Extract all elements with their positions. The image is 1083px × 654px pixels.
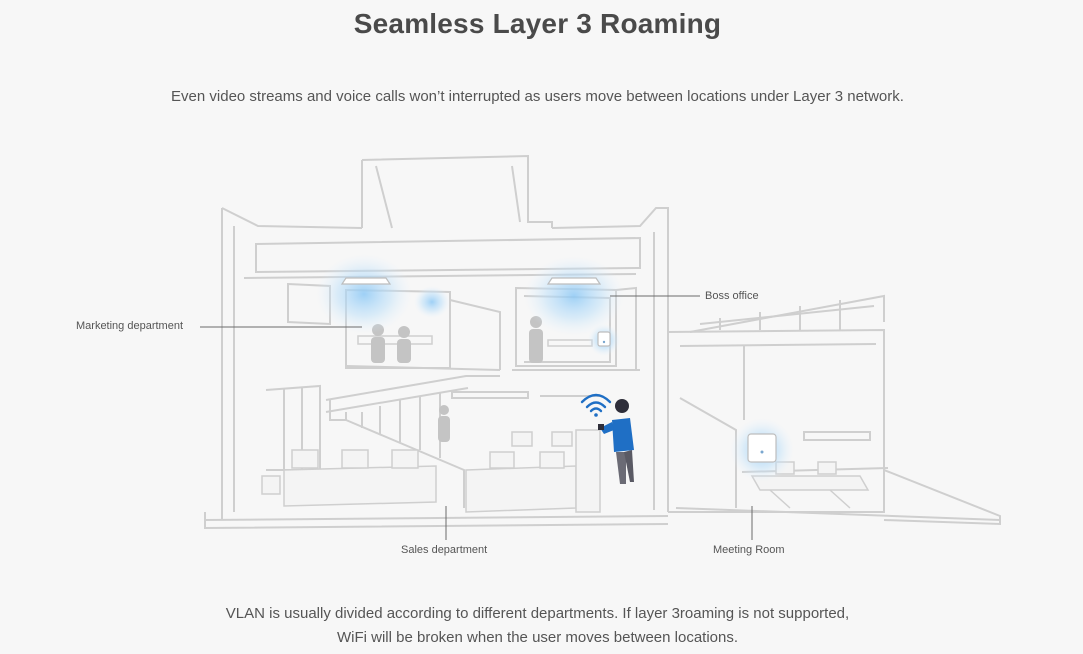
wall-access-point bbox=[747, 433, 777, 463]
sales-desks bbox=[261, 429, 601, 513]
label-sales-department: Sales department bbox=[401, 544, 488, 556]
label-marketing-department: Marketing department bbox=[76, 320, 183, 332]
ceiling-access-point bbox=[340, 277, 392, 285]
access-points bbox=[340, 277, 777, 463]
upper-furniture bbox=[357, 335, 593, 347]
callout-lines bbox=[200, 295, 753, 540]
wifi-icon bbox=[580, 393, 612, 413]
page-subtitle: Even video streams and voice calls won’t… bbox=[171, 88, 904, 105]
roaming-user-figure bbox=[598, 399, 634, 484]
wall-access-point bbox=[597, 331, 611, 347]
page-title: Seamless Layer 3 Roaming bbox=[353, 8, 722, 39]
footer-description: VLAN is usually divided according to dif… bbox=[0, 602, 1075, 650]
building-outline bbox=[204, 154, 1001, 530]
label-meeting-room: Meeting Room bbox=[713, 544, 785, 556]
label-boss-office: Boss office bbox=[705, 290, 759, 302]
footer-line-1: VLAN is usually divided according to dif… bbox=[225, 605, 850, 622]
people-silhouettes bbox=[371, 316, 543, 442]
footer-line-2: WiFi will be broken when the user moves … bbox=[336, 629, 739, 646]
ceiling-access-point bbox=[546, 277, 602, 285]
office-building-illustration bbox=[200, 154, 1001, 540]
